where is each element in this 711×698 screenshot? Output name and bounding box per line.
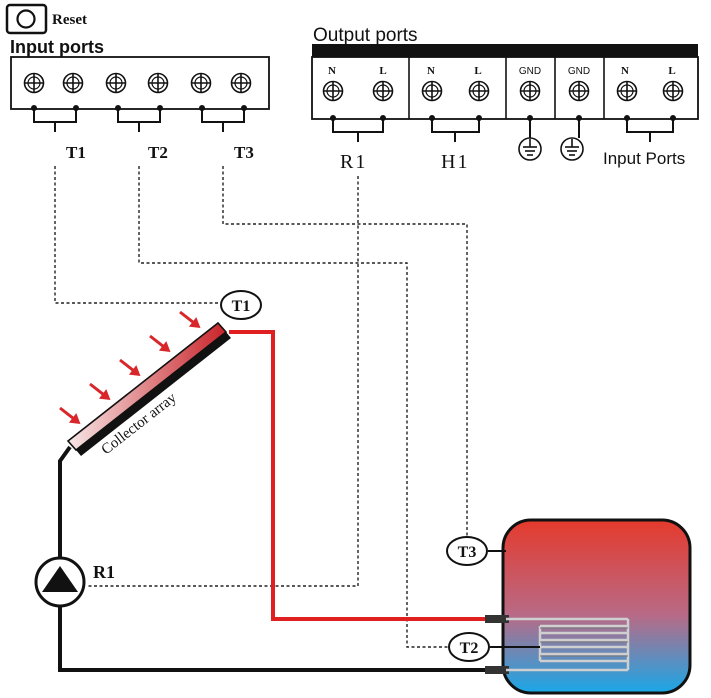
output-brackets xyxy=(332,118,674,142)
terminal-label-r1-n: N xyxy=(328,65,336,77)
reset-label: Reset xyxy=(52,12,87,28)
terminal-label-h1-l: L xyxy=(474,65,481,77)
terminal-label-gnd-2: GND xyxy=(568,66,590,77)
tank-sensor-t3 xyxy=(446,536,488,566)
output-terminal-block xyxy=(311,56,699,120)
output-block-header-bar xyxy=(312,44,698,57)
input-ports-title: Input ports xyxy=(10,37,104,57)
input-ports-power-label: Input Ports xyxy=(603,149,685,168)
ground-icon xyxy=(518,137,542,161)
dashed-signal-wires xyxy=(54,166,468,648)
output-label-r1: R1 xyxy=(340,151,367,173)
input-label-t1: T1 xyxy=(66,143,86,162)
input-terminal-block xyxy=(10,56,270,110)
terminal-label-r1-l: L xyxy=(379,65,386,77)
input-label-t2: T2 xyxy=(148,143,168,162)
input-pin-dots xyxy=(31,105,247,111)
output-ports-title: Output ports xyxy=(313,25,418,46)
input-sensor-brackets xyxy=(33,108,245,132)
collector-sensor-label: T1 xyxy=(232,298,251,315)
tank-pipe-stubs xyxy=(485,615,509,674)
pump-icon xyxy=(34,556,86,608)
input-label-t3: T3 xyxy=(234,143,254,162)
sun-ray-arrows xyxy=(59,310,201,425)
hot-flow-pipe xyxy=(229,330,487,621)
output-pin-dots xyxy=(330,115,676,121)
collector-sensor-t1 xyxy=(220,290,262,320)
heat-exchanger-coil-shadow xyxy=(540,627,628,657)
terminal-label-gnd-1: GND xyxy=(519,66,541,77)
tank-sensor-t3-label: T3 xyxy=(458,544,477,561)
terminal-label-in-n: N xyxy=(621,65,629,77)
output-label-h1: H1 xyxy=(441,151,469,173)
tank-sensor-t2-label: T2 xyxy=(460,640,479,657)
reset-button[interactable] xyxy=(5,3,48,35)
pump-label: R1 xyxy=(93,562,115,582)
terminal-label-in-l: L xyxy=(668,65,675,77)
output-block-dividers xyxy=(408,57,605,119)
tank-sensor-t2 xyxy=(448,632,490,662)
terminal-label-h1-n: N xyxy=(427,65,435,77)
storage-tank xyxy=(501,518,692,695)
collector-array xyxy=(66,321,231,456)
ground-icon xyxy=(560,137,584,161)
